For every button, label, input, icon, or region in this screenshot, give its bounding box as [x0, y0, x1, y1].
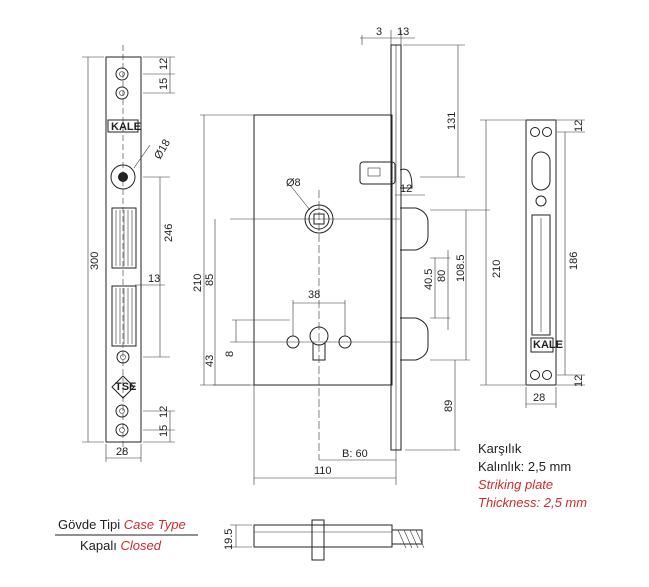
dim-3: 3: [376, 26, 382, 38]
dim-186: 186: [568, 252, 580, 270]
dim-12-strike-top: 12: [573, 120, 585, 132]
dim-13-top: 13: [397, 26, 409, 38]
dim-12-top: 12: [158, 58, 170, 70]
dim-15-bottom: 15: [158, 425, 170, 437]
strike-logo: KALE: [533, 339, 563, 351]
case-type-caption: Gövde Tipi Case Type: [58, 516, 186, 534]
body-dimensions: 3 13 131 Ø8 12 210 85 43 8 38: [192, 26, 490, 485]
dim-246: 246: [163, 224, 175, 242]
case-type-en: Case Type: [123, 517, 186, 532]
dim-13-latch: 13: [148, 273, 160, 285]
striking-plate-caption: Karşılık Kalınlık: 2,5 mm Striking plate…: [478, 440, 587, 512]
dim-108-5: 108.5: [455, 254, 467, 282]
case-closed-caption: Kapalı Closed: [80, 537, 161, 555]
lock-body: [230, 44, 429, 460]
dim-85: 85: [204, 274, 216, 286]
case-closed-tr: Kapalı: [80, 538, 117, 553]
strike-dimensions: 210 186 12 12 28: [480, 119, 585, 408]
dim-spindle: Ø8: [286, 177, 301, 189]
striking-tr-thickness: Kalınlık: 2,5 mm: [478, 459, 572, 474]
case-type-tr: Gövde Tipi: [58, 517, 121, 532]
dim-28-strike: 28: [533, 392, 545, 404]
dim-12-bottom: 12: [158, 406, 170, 418]
dim-knob-hole: Ø18: [152, 137, 173, 161]
dim-backset: B: 60: [342, 448, 368, 460]
dim-300: 300: [89, 252, 101, 270]
dim-12-offset: 12: [400, 183, 412, 195]
dim-43: 43: [204, 355, 216, 367]
dim-12-strike-bottom: 12: [573, 375, 585, 387]
striking-en-thickness: Thickness: 2,5 mm: [478, 495, 588, 510]
case-closed-en: Closed: [120, 538, 161, 553]
striking-en-title: Striking plate: [478, 477, 554, 492]
dim-19-5: 19.5: [223, 529, 235, 550]
dim-210-strike: 210: [491, 260, 503, 278]
faceplate-view: KALE TSE: [105, 45, 142, 455]
faceplate-dimensions: 300 12 15 Ø18 246 13 15 12 28: [82, 56, 175, 462]
case-side-view: 19.5: [223, 519, 425, 561]
dim-210-body: 210: [192, 274, 204, 292]
tse-mark: TSE: [115, 381, 136, 393]
dim-40-5: 40.5: [423, 269, 435, 290]
dim-110: 110: [314, 465, 332, 477]
dim-28-faceplate: 28: [116, 446, 128, 458]
dim-15-top: 15: [158, 78, 170, 90]
faceplate-logo: KALE: [111, 121, 141, 133]
dim-89: 89: [443, 400, 455, 412]
dim-131: 131: [446, 112, 458, 130]
strike-plate-view: KALE: [525, 119, 563, 386]
dim-80: 80: [436, 270, 448, 282]
dim-8: 8: [224, 351, 236, 357]
striking-tr-title: Karşılık: [478, 441, 522, 456]
dim-38: 38: [308, 289, 320, 301]
